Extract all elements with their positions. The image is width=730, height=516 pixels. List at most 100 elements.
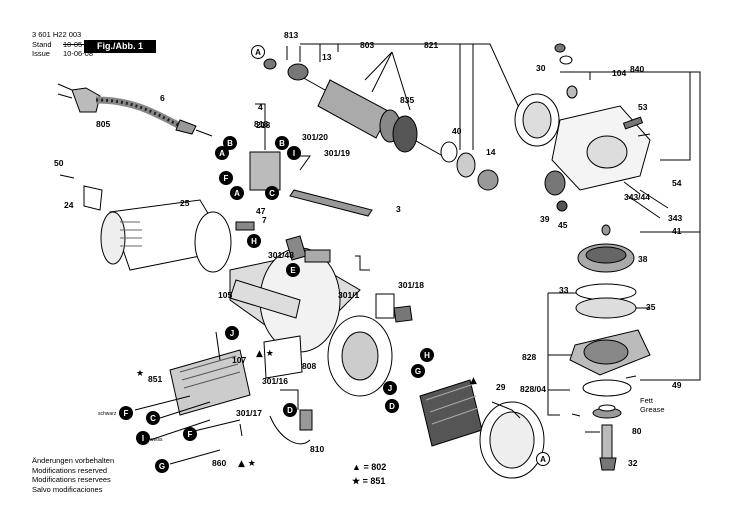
modification-notes: Änderungen vorbehalten Modifications res… [32, 456, 114, 494]
part-number-label: 30 [536, 63, 546, 73]
reference-marker: F [219, 171, 233, 185]
part-number-label: 828 [522, 352, 536, 362]
reference-marker-letter: A [219, 149, 225, 158]
part-number-label: 301/19 [324, 148, 350, 158]
reference-marker-letter: A [540, 455, 546, 464]
kit-symbol: ▲ ★ [256, 349, 274, 359]
part-number-label: 835 [400, 95, 414, 105]
part-number-label: 803 [360, 40, 374, 50]
part-number-label: 343 [668, 213, 682, 223]
reference-marker: G [155, 459, 169, 473]
reference-marker: H [247, 234, 261, 248]
part-number-label: 343/44 [624, 192, 650, 202]
reference-marker-letter: A [255, 48, 261, 57]
rings [440, 43, 578, 191]
issue-label: Issue [32, 49, 50, 58]
part-number-label: 301/48 [268, 250, 294, 260]
reference-marker-letter: H [251, 237, 257, 246]
part-number-label: 14 [486, 147, 496, 157]
reference-marker-letter: F [188, 430, 193, 439]
stand-label: Stand [32, 40, 52, 49]
part-number-label: 860 [212, 458, 226, 468]
part-number-label: 38 [638, 254, 648, 264]
reference-marker: A [230, 186, 244, 200]
legend-851: ★ = 851 [352, 476, 385, 487]
note-line: Modifications reservees [32, 475, 111, 484]
reference-marker: A [251, 45, 265, 59]
reference-marker: I [136, 431, 150, 445]
kit-symbol: ▲ ★ [238, 459, 256, 469]
legend-text: = 851 [362, 476, 386, 486]
part-number-label: 301/20 [302, 132, 328, 142]
part-number-label: 851 [148, 374, 162, 384]
reference-marker: C [265, 186, 279, 200]
wire-label-schwarz: schwarz [98, 411, 117, 417]
reference-marker: B [275, 136, 289, 150]
reference-marker: D [283, 403, 297, 417]
part-number-label: 39 [540, 214, 550, 224]
part-number-label: 41 [672, 226, 682, 236]
part-number-label: 53 [638, 102, 648, 112]
part-number-label: 29 [496, 382, 506, 392]
figure-label: Fig./Abb. 1 [84, 40, 156, 53]
kit-symbol: ▲ [470, 376, 477, 386]
part-number-label: 818 [254, 119, 268, 129]
reference-marker: G [411, 364, 425, 378]
note-line: Änderungen vorbehalten [32, 456, 115, 465]
reference-marker-letter: H [424, 351, 430, 360]
part-number-label: 35 [646, 302, 656, 312]
reference-marker-letter: J [388, 384, 392, 393]
reference-marker: J [225, 326, 239, 340]
part-number-label: 49 [672, 380, 682, 390]
part-number-label: 4 [258, 102, 263, 112]
part-number-label: 6 [160, 93, 165, 103]
part-number-label: 107 [232, 355, 246, 365]
reference-marker-letter: C [150, 414, 156, 423]
reference-marker: A [536, 452, 550, 466]
reference-marker-letter: G [159, 462, 165, 471]
part-number-label: 301/18 [398, 280, 424, 290]
part-number-label: 40 [452, 126, 462, 136]
legend-symbol: ▲ [352, 462, 361, 472]
part-number-label: 7 [262, 215, 267, 225]
wire-label-weiss: weiss [150, 437, 163, 443]
grease-note-fett: Fett [640, 396, 653, 405]
reference-marker-letter: D [287, 406, 293, 415]
part-number-label: 45 [558, 220, 568, 230]
part-number-label: 3 [396, 204, 401, 214]
armature [263, 58, 451, 161]
part-number-label: 80 [632, 426, 642, 436]
reference-marker: D [385, 399, 399, 413]
reference-marker: J [383, 381, 397, 395]
gear-housing [544, 105, 669, 471]
note-line: Modifications reserved [32, 465, 108, 475]
part-number-label: 32 [628, 458, 638, 468]
part-number-label: 50 [54, 158, 64, 168]
doc-number: 3 601 H22 003 [32, 30, 82, 39]
reference-marker-letter: F [124, 409, 129, 418]
reference-marker-letter: C [269, 189, 275, 198]
issue-date: 10-06-08 [63, 49, 94, 58]
part-number-label: 805 [96, 119, 110, 129]
plug-and-cord [57, 83, 213, 137]
reference-marker: E [286, 263, 300, 277]
part-number-label: 301/1 [338, 290, 360, 300]
part-number-label: 301/17 [236, 408, 262, 418]
stand-date: 10-05-18 [63, 40, 94, 49]
field-and-guard [419, 379, 545, 479]
part-number-label: 840 [630, 64, 644, 74]
part-number-label: 104 [612, 68, 626, 78]
legend-text: = 802 [363, 462, 387, 472]
part-number-label: 24 [64, 200, 74, 210]
reference-marker: I [287, 146, 301, 160]
part-number-label: 33 [559, 285, 569, 295]
reference-marker: A [215, 146, 229, 160]
part-number-label: 54 [672, 178, 682, 188]
brush-holder-switch [229, 151, 413, 323]
reference-marker: H [420, 348, 434, 362]
reference-marker-letter: A [234, 189, 240, 198]
grease-note-grease: Grease [640, 405, 665, 414]
part-number-label: 47 [256, 206, 266, 216]
